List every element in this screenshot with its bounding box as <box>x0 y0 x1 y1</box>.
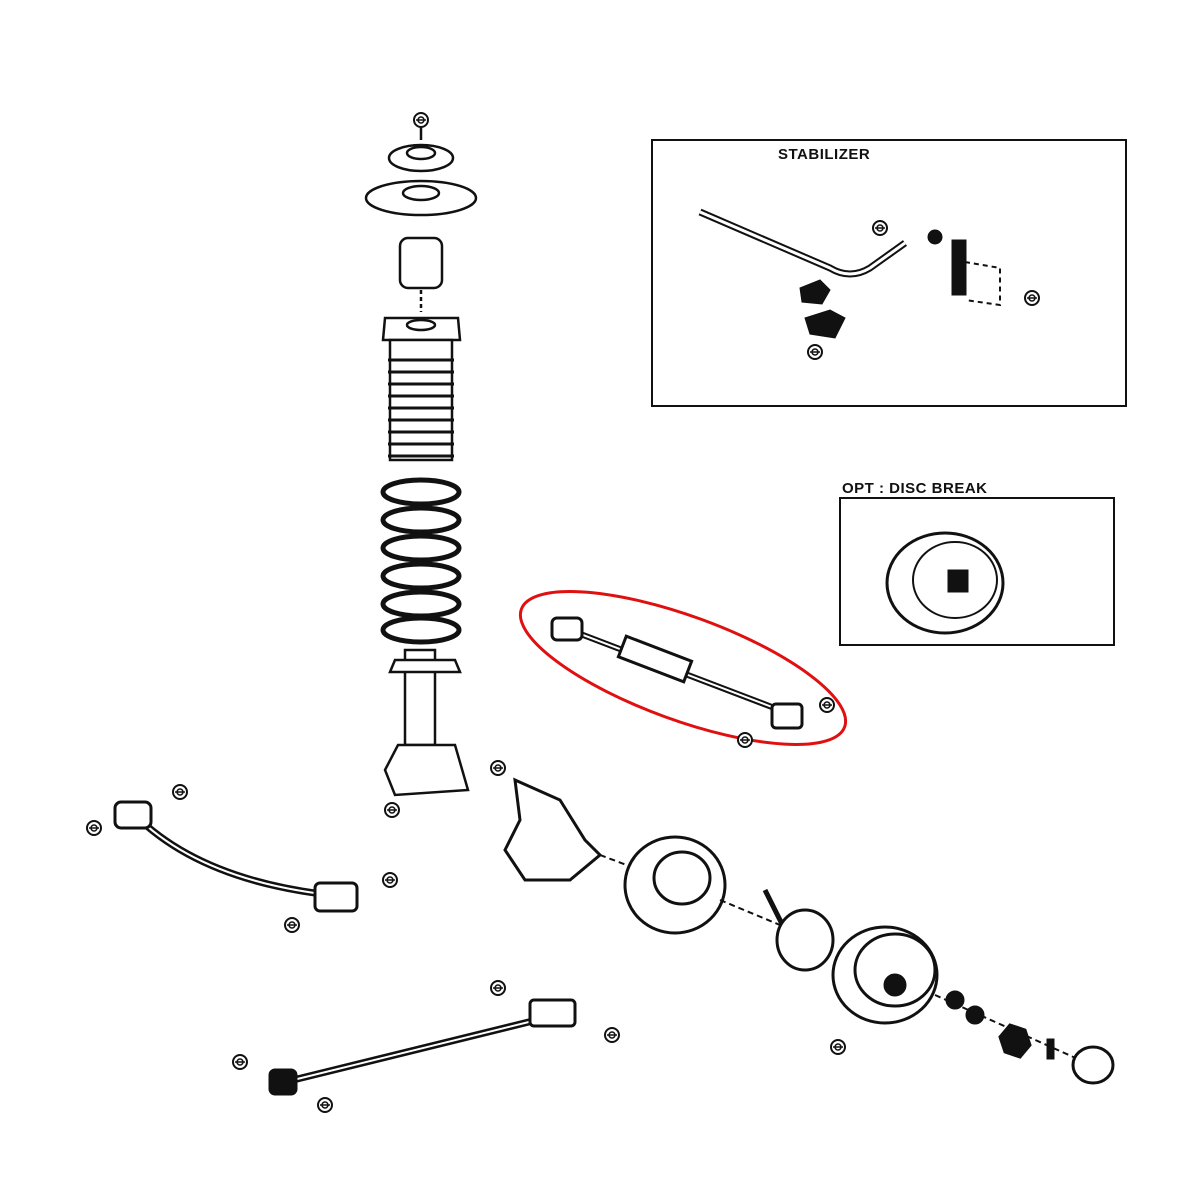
disc-brake-inset <box>839 497 1115 646</box>
stabilizer-nut-icon <box>872 220 888 236</box>
strut-top-nut-icon <box>412 111 430 129</box>
cotter-pin-icon <box>1046 1038 1055 1060</box>
trailing-arm <box>85 783 399 934</box>
bracket-bolt-icon <box>383 801 401 819</box>
link-bolt-icon <box>736 731 754 749</box>
stabilizer-bracket <box>804 309 846 339</box>
arm-bolt-icon <box>283 916 301 934</box>
strut-assembly <box>364 111 507 819</box>
hub-assembly <box>503 777 1115 1085</box>
strut-lower-bracket <box>383 743 470 797</box>
stabilizer-link <box>951 239 967 296</box>
arm-bolt-icon <box>85 819 103 837</box>
disc-brake-label: OPT : DISC BREAK <box>842 480 988 497</box>
washer-icon <box>965 1005 985 1025</box>
lower-link-nut-icon <box>603 1026 621 1044</box>
drum-screw-icon <box>829 1038 847 1056</box>
wheel-hub <box>775 908 835 972</box>
arm-nut-icon <box>171 783 189 801</box>
hub-nut-icon <box>998 1023 1032 1059</box>
lower-link-bolt-icon <box>231 1053 249 1071</box>
grease-cap <box>1071 1045 1115 1085</box>
bracket-nut-icon <box>489 759 507 777</box>
link-bushing-outer <box>770 702 804 730</box>
lower-link-nut-icon <box>316 1096 334 1114</box>
arm-nut-icon <box>381 871 399 889</box>
stabilizer-bushing <box>799 279 831 305</box>
stabilizer-link-nut-icon <box>1024 290 1040 306</box>
stabilizer-inset <box>651 139 1127 407</box>
lateral-link-highlighted <box>518 590 848 749</box>
knuckle <box>503 777 603 882</box>
coil-spring <box>380 477 462 645</box>
stabilizer-label: STABILIZER <box>778 146 871 163</box>
highlight-ellipse <box>518 590 848 746</box>
bracket-nut-icon <box>807 344 823 360</box>
disc-hub-icon <box>947 569 969 593</box>
lower-link-nut-icon <box>489 979 507 997</box>
dust-boot <box>388 338 454 462</box>
washer-icon <box>945 990 965 1010</box>
link-nut-icon <box>818 696 836 714</box>
link-bushing-inner <box>550 616 584 642</box>
bump-stop <box>398 236 444 290</box>
adjuster-sleeve <box>616 634 694 684</box>
lower-link <box>231 979 621 1114</box>
